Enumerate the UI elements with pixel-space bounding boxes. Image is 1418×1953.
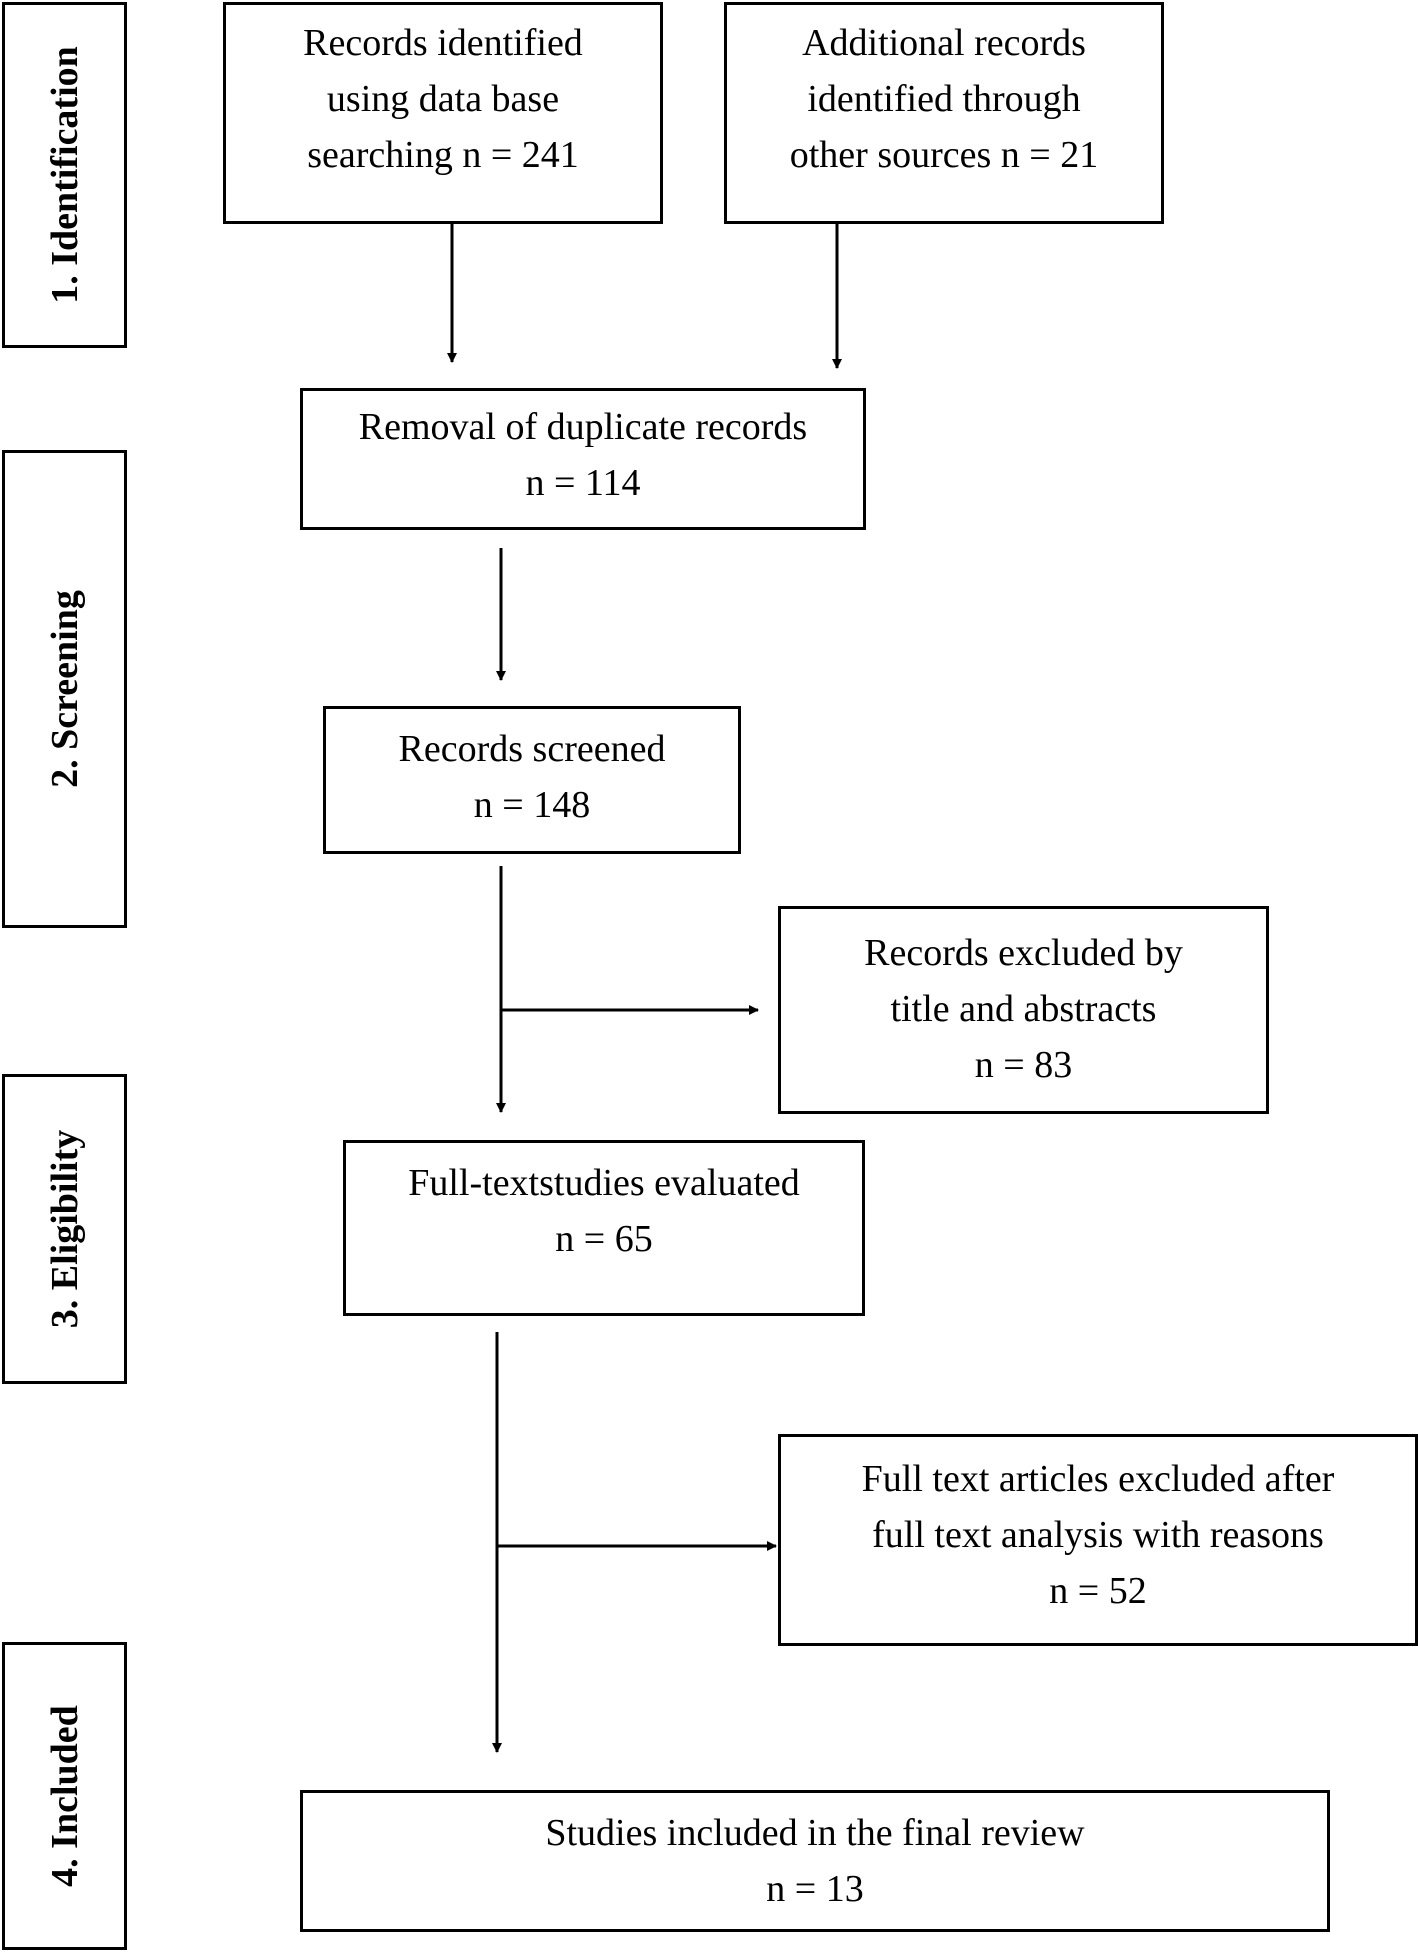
box-fulltext-evaluated: Full-textstudies evaluated n = 65 <box>343 1140 865 1316</box>
duplicates-removed-line-1: Removal of duplicate records <box>358 406 808 448</box>
stage-identification: 1. Identification <box>2 2 127 348</box>
box-excluded-title-abstract: Records excluded by title and abstracts … <box>778 906 1269 1114</box>
other-sources-line-2: identified through <box>807 78 1081 120</box>
box-database-records: Records identified using data base searc… <box>223 2 663 224</box>
other-sources-line-1: Additional records <box>802 22 1086 64</box>
fulltext-evaluated-line-1: Full-textstudies evaluated <box>408 1162 800 1204</box>
stage-screening: 2. Screening <box>2 450 127 928</box>
database-records-line-3: searching n = 241 <box>307 134 579 176</box>
box-records-screened: Records screened n = 148 <box>323 706 741 854</box>
database-records-line-1: Records identified <box>303 22 583 64</box>
other-sources-line-3: other sources n = 21 <box>789 134 1099 176</box>
fulltext-evaluated-line-2: n = 65 <box>555 1218 653 1260</box>
records-screened-line-2: n = 148 <box>473 784 591 826</box>
duplicates-removed-line-2: n = 114 <box>525 462 641 504</box>
box-fulltext-excluded: Full text articles excluded after full t… <box>778 1434 1418 1646</box>
studies-included-line-2: n = 13 <box>766 1868 864 1910</box>
stage-eligibility: 3. Eligibility <box>2 1074 127 1384</box>
box-duplicates-removed: Removal of duplicate records n = 114 <box>300 388 866 530</box>
studies-included-line-1: Studies included in the final review <box>545 1812 1085 1854</box>
database-records-line-2: using data base <box>326 78 560 120</box>
box-studies-included: Studies included in the final review n =… <box>300 1790 1330 1932</box>
excluded-title-line-1: Records excluded by <box>864 932 1183 974</box>
box-other-sources: Additional records identified through ot… <box>724 2 1164 224</box>
fulltext-excluded-line-1: Full text articles excluded after <box>861 1458 1335 1500</box>
stage-included: 4. Included <box>2 1642 127 1950</box>
excluded-title-line-3: n = 83 <box>974 1044 1073 1086</box>
fulltext-excluded-line-2: full text analysis with reasons <box>872 1514 1324 1556</box>
excluded-title-line-2: title and abstracts <box>890 988 1157 1030</box>
records-screened-line-1: Records screened <box>398 728 666 770</box>
fulltext-excluded-line-3: n = 52 <box>1049 1570 1147 1612</box>
